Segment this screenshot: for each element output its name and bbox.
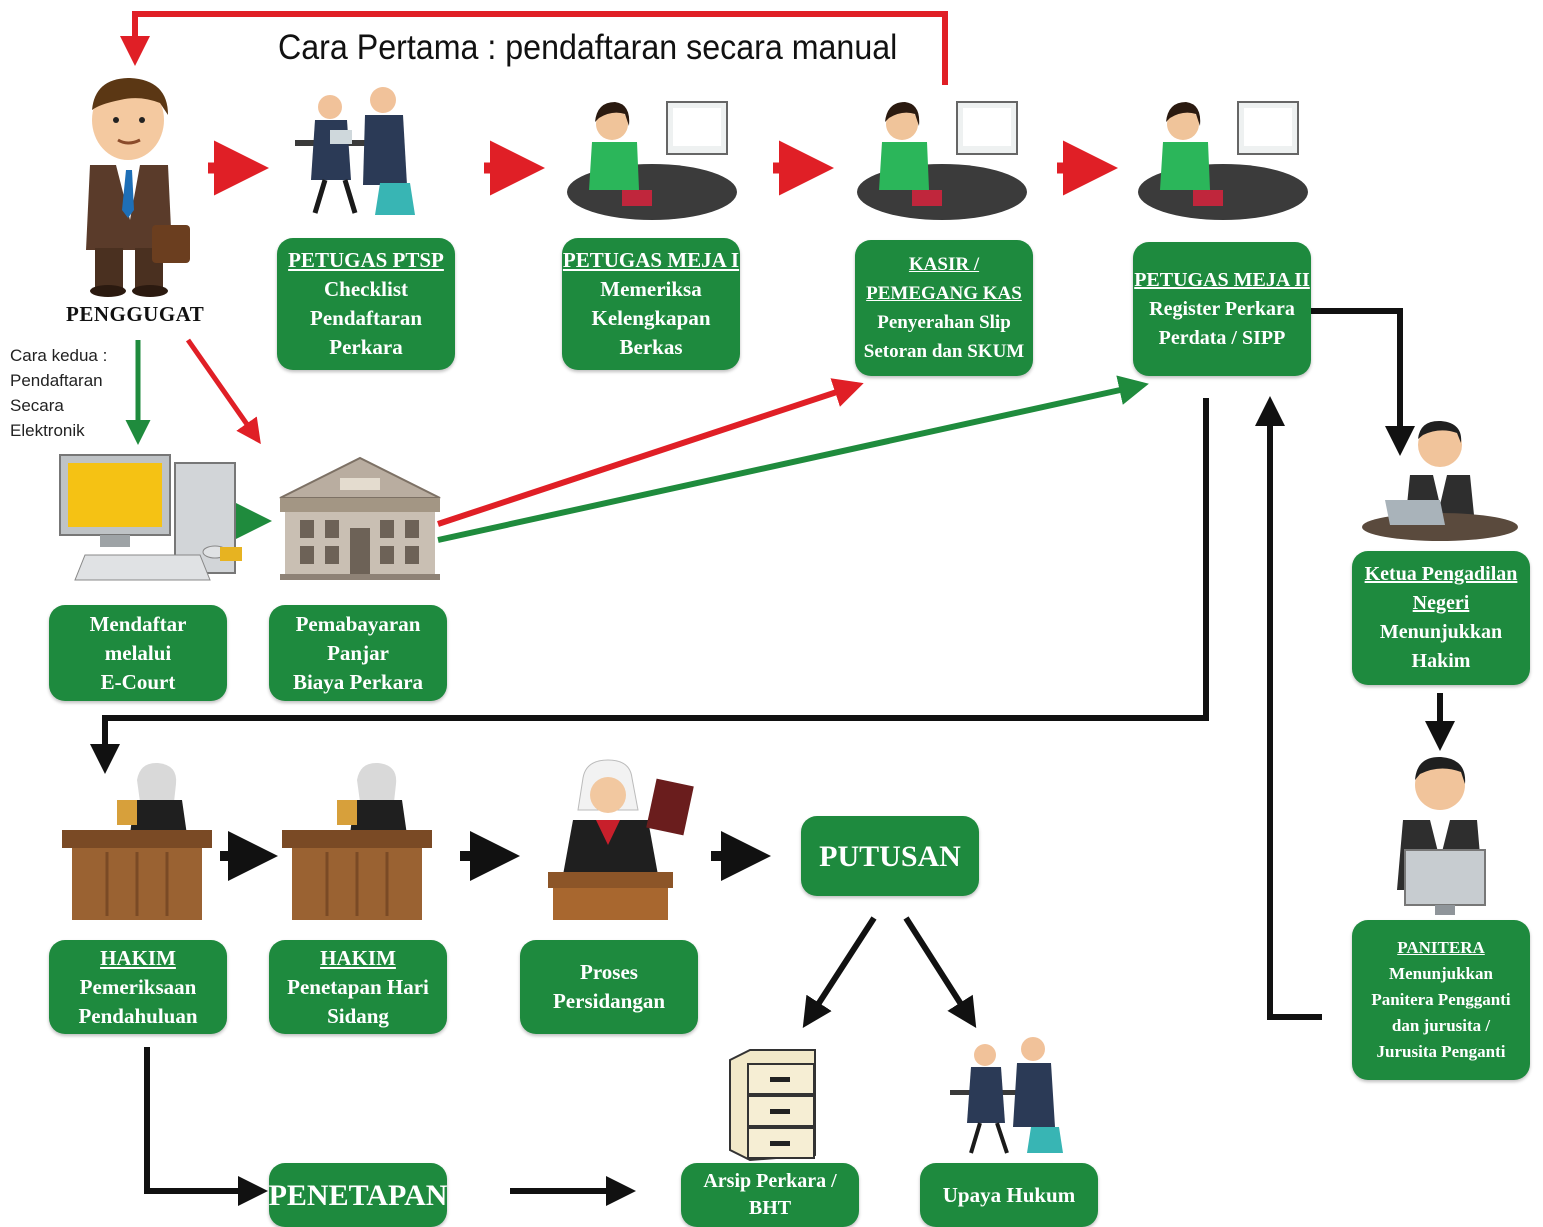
- arrow-bank-meja2: [437, 375, 1149, 543]
- box-proses-persidangan: Proses Persidangan: [520, 940, 698, 1034]
- box-panitera: PANITERA Menunjukkan Panitera Pengganti …: [1352, 920, 1530, 1080]
- box-line: Menunjukkan: [1389, 964, 1493, 983]
- box-line: Menunjukkan: [1379, 621, 1503, 643]
- box-line: Sidang: [327, 1003, 389, 1028]
- clerk-computer-icon: [1138, 101, 1308, 220]
- box-line: melalui: [104, 640, 172, 665]
- chief-judge-icon: [1362, 420, 1518, 541]
- box-line: Penyerahan Slip: [877, 312, 1011, 333]
- box-putusan: PUTUSAN: [801, 816, 979, 896]
- box-line: Pemabayaran: [295, 611, 421, 636]
- box-line: Checklist: [324, 277, 408, 301]
- box-line: Hakim: [1411, 650, 1471, 672]
- second-way-line: Elektronik: [10, 421, 85, 440]
- second-way-line: Secara: [10, 396, 64, 415]
- desktop-computer-icon: [59, 454, 242, 581]
- court-clerk-icon: [1397, 756, 1486, 915]
- judge-bench-icon: [62, 762, 212, 920]
- box-line: Perkara: [329, 335, 403, 359]
- box-arsip: Arsip Perkara / BHT: [681, 1163, 859, 1227]
- bank-building-icon: [279, 456, 441, 580]
- box-heading: KASIR /: [908, 254, 980, 275]
- red-return-arrow: [120, 11, 948, 85]
- box-line: Berkas: [619, 335, 683, 359]
- second-way-note: Cara kedua : Pendaftaran Secara Elektron…: [10, 343, 107, 443]
- arrow-hakim1-penetapan: [144, 1047, 268, 1206]
- second-way-line: Pendaftaran: [10, 371, 103, 390]
- box-label: PUTUSAN: [819, 839, 961, 873]
- box-heading: PETUGAS MEJA I: [562, 248, 740, 272]
- box-ketua-pengadilan: Ketua Pengadilan Negeri Menunjukkan Haki…: [1352, 551, 1530, 685]
- filing-cabinet-icon: [729, 1049, 816, 1162]
- judge-bench-icon: [282, 762, 432, 920]
- box-heading: Ketua Pengadilan: [1364, 563, 1518, 585]
- box-line: Pendahuluan: [78, 1003, 198, 1028]
- arrow-putusan-upaya: [903, 916, 977, 1029]
- box-line: Jurusita Penganti: [1376, 1042, 1506, 1061]
- arrow-meja2-ketua: [1296, 308, 1415, 456]
- box-line: Register Perkara: [1149, 297, 1295, 320]
- box-heading: PETUGAS MEJA II: [1134, 268, 1310, 291]
- box-heading: PANITERA: [1397, 938, 1485, 957]
- box-heading: HAKIM: [100, 945, 176, 970]
- box-heading: PETUGAS PTSP: [288, 248, 444, 272]
- arrow-bank-kasir: [437, 378, 864, 527]
- box-line: Kelengkapan: [591, 306, 711, 330]
- box-line: Biaya Perkara: [292, 669, 424, 694]
- box-line: Perdata / SIPP: [1158, 326, 1286, 349]
- box-petugas-meja-1: PETUGAS MEJA I Memeriksa Kelengkapan Ber…: [562, 238, 740, 370]
- box-line: BHT: [748, 1197, 792, 1219]
- box-line: Arsip Perkara /: [703, 1170, 837, 1192]
- plaintiff-label: PENGGUGAT: [66, 302, 205, 326]
- box-line: Memeriksa: [600, 277, 702, 301]
- clerk-computer-icon: [567, 101, 737, 220]
- box-heading: HAKIM: [320, 945, 396, 970]
- box-line: Panjar: [327, 640, 389, 665]
- box-line: dan jurusita /: [1391, 1016, 1491, 1035]
- box-panjar: Pemabayaran Panjar Biaya Perkara: [269, 605, 447, 701]
- box-line: Pemeriksaan: [79, 974, 197, 999]
- box-penetapan: PENETAPAN: [269, 1163, 447, 1227]
- box-kasir: KASIR / PEMEGANG KAS Penyerahan Slip Set…: [855, 240, 1033, 376]
- box-upaya-hukum: Upaya Hukum: [920, 1163, 1098, 1227]
- arrow-putusan-arsip: [802, 916, 877, 1029]
- box-heading: Negeri: [1412, 592, 1470, 614]
- plaintiff-icon: [86, 78, 190, 297]
- box-line: Setoran dan SKUM: [863, 341, 1025, 362]
- box-line: Proses: [580, 960, 638, 984]
- box-line: Persidangan: [552, 989, 665, 1013]
- box-line: Pendaftaran: [310, 306, 422, 330]
- arrow-plaintiff-bank: [185, 338, 261, 445]
- arrow-panitera-meja2: [1255, 396, 1322, 1020]
- box-line: Panitera Pengganti: [1371, 990, 1511, 1009]
- box-label: Upaya Hukum: [942, 1182, 1076, 1207]
- second-way-line: Cara kedua :: [10, 346, 108, 365]
- box-heading: PEMEGANG KAS: [866, 283, 1022, 304]
- meeting-icon: [295, 87, 415, 215]
- box-line: Mendaftar: [89, 611, 187, 636]
- box-petugas-ptsp: PETUGAS PTSP Checklist Pendaftaran Perka…: [277, 238, 455, 370]
- box-line: Penetapan Hari: [287, 974, 429, 999]
- meeting-icon: [950, 1037, 1063, 1154]
- box-hakim-pemeriksaan: HAKIM Pemeriksaan Pendahuluan: [49, 940, 227, 1034]
- box-ecourt: Mendaftar melalui E-Court: [49, 605, 227, 701]
- trial-judge-icon: [548, 759, 694, 920]
- box-petugas-meja-2: PETUGAS MEJA II Register Perkara Perdata…: [1133, 242, 1311, 376]
- clerk-computer-icon: [857, 101, 1027, 220]
- diagram-title: Cara Pertama : pendaftaran secara manual: [278, 28, 898, 67]
- box-hakim-penetapan-sidang: HAKIM Penetapan Hari Sidang: [269, 940, 447, 1034]
- arrow-meja2-hakim: [90, 398, 1209, 774]
- box-line: E-Court: [100, 669, 176, 694]
- box-label: PENETAPAN: [268, 1178, 448, 1212]
